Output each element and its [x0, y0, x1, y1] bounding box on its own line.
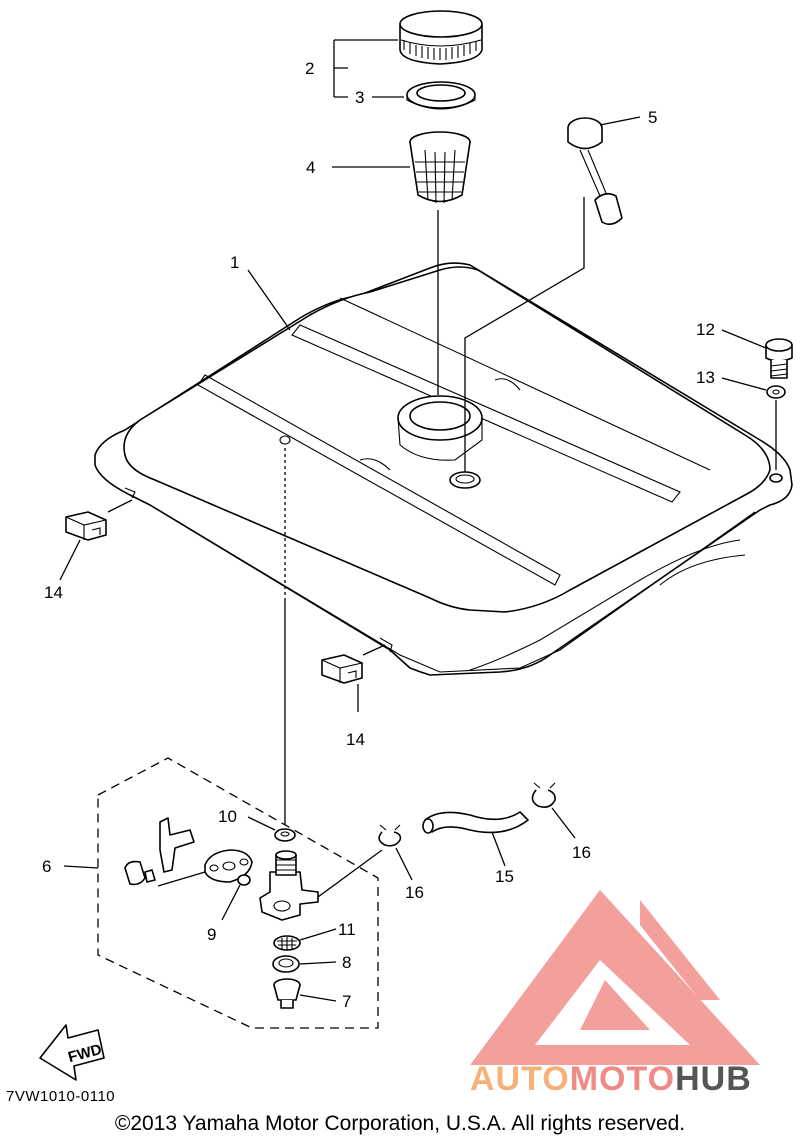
callout-12: 12: [696, 320, 715, 339]
callout-14-right: 14: [346, 730, 365, 749]
fuel-cock-assembly: [97, 757, 379, 1029]
callout-16-left: 16: [405, 883, 424, 902]
copyright-notice: ©2013 Yamaha Motor Corporation, U.S.A. A…: [114, 1112, 686, 1135]
cap-gasket: [406, 81, 476, 110]
watermark-part-moto: MOTO: [569, 1060, 676, 1098]
clip-left: [65, 511, 107, 541]
watermark-part-auto: AUTO: [470, 1060, 570, 1098]
fuel-cap: [399, 10, 483, 65]
fwd-arrow-icon: FWD: [39, 1024, 105, 1081]
fuel-tank: [94, 262, 793, 676]
washer: [766, 385, 786, 399]
fuel-gauge: [567, 117, 623, 226]
callout-2: 2: [305, 59, 314, 78]
callout-15: 15: [495, 867, 514, 886]
leader-lines: [59, 39, 777, 1002]
callout-4: 4: [306, 158, 315, 177]
callout-7: 7: [342, 992, 351, 1011]
callout-3: 3: [355, 88, 364, 107]
bolt: [765, 338, 793, 379]
callout-13: 13: [696, 368, 715, 387]
callout-8: 8: [342, 953, 351, 972]
diagram-code: 7VW1010-0110: [6, 1088, 116, 1105]
callout-9: 9: [207, 925, 216, 944]
fuel-hose: [422, 811, 529, 834]
callout-6: 6: [42, 857, 51, 876]
callout-5: 5: [648, 108, 657, 127]
watermark-text: AUTOMOTOHUB: [470, 1060, 752, 1099]
clip-right: [321, 654, 363, 684]
watermark-part-hub: HUB: [675, 1060, 752, 1098]
callout-16-right: 16: [572, 843, 591, 862]
hose-clip-right: [531, 782, 556, 808]
watermark-logo: [470, 890, 760, 1065]
fuel-strainer: [409, 131, 471, 204]
callout-11: 11: [338, 920, 356, 939]
callout-10: 10: [218, 807, 237, 826]
callout-numbers: 1 2 3 4 5 6 7 8 9 10 11 12 13 14 14 15 1…: [42, 59, 715, 1011]
hose-clip-left: [378, 824, 402, 847]
callout-1: 1: [230, 253, 239, 272]
callout-14-left: 14: [44, 583, 63, 602]
